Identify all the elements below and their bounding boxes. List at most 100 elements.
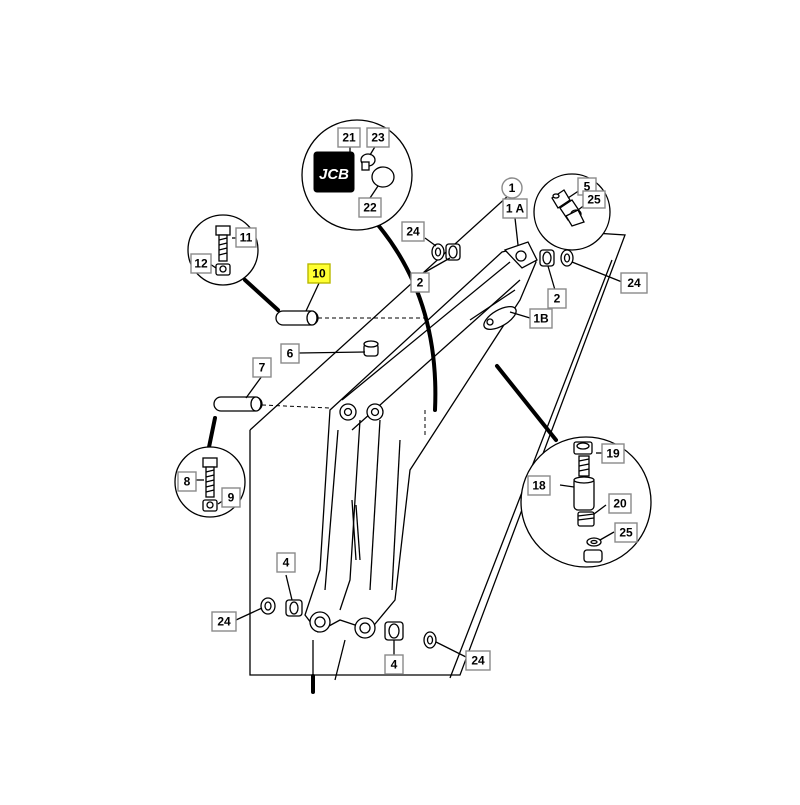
callout-text-c1: 1	[509, 181, 516, 195]
callout-c11[interactable]: 11	[235, 227, 257, 248]
callout-c24b[interactable]: 24	[620, 272, 648, 294]
pin-7-centerline	[261, 404, 331, 409]
pin-10[interactable]	[275, 310, 319, 326]
rivet-23[interactable]	[360, 153, 376, 171]
callout-c10[interactable]: 10	[307, 263, 331, 284]
cap-19[interactable]	[573, 441, 593, 455]
callout-box-c21	[337, 127, 361, 148]
callout-text-c2b: 2	[554, 292, 561, 306]
callout-box-c7	[252, 357, 272, 378]
callout-c22[interactable]: 22	[358, 197, 382, 218]
callout-text-c21: 21	[342, 131, 356, 145]
callout-c24a[interactable]: 24	[401, 221, 425, 242]
callout-c8[interactable]: 8	[177, 471, 197, 492]
plug-bottom[interactable]	[583, 549, 603, 563]
washer-25-bottom[interactable]	[586, 537, 602, 547]
callout-c12[interactable]: 12	[190, 253, 212, 274]
callout-text-c6: 6	[287, 347, 294, 361]
detail-leader-bolt-8	[206, 416, 217, 454]
callout-text-c5: 5	[584, 180, 591, 194]
boom-arm	[304, 241, 538, 639]
callout-c23[interactable]: 23	[366, 127, 390, 148]
callout-c4b[interactable]: 4	[384, 654, 404, 675]
bush-4-bottom[interactable]	[384, 621, 404, 641]
callout-box-c23	[366, 127, 390, 148]
callout-c9[interactable]: 9	[221, 487, 241, 508]
callout-box-c19	[601, 443, 625, 464]
bolt-8-head[interactable]	[202, 457, 218, 468]
detail-leader-ram	[495, 364, 558, 442]
callout-c24c[interactable]: 24	[211, 611, 237, 632]
jcb-badge-21[interactable]: JCB	[313, 151, 355, 193]
callout-box-c25a	[582, 190, 606, 209]
callout-text-c24a: 24	[406, 225, 420, 239]
detail-grease-fitting	[533, 173, 611, 251]
callout-box-c4b	[384, 654, 404, 675]
bolt-11-head[interactable]	[215, 225, 231, 236]
callout-text-c10: 10	[312, 267, 326, 281]
callout-text-c22: 22	[363, 201, 377, 215]
bush-2-right[interactable]	[539, 249, 555, 267]
callout-c2a[interactable]: 2	[410, 272, 430, 293]
callout-c25b[interactable]: 25	[614, 522, 638, 543]
callout-text-c12: 12	[194, 257, 208, 271]
callout-text-c9: 9	[228, 491, 235, 505]
callout-box-c24a	[401, 221, 425, 242]
callout-c20[interactable]: 20	[608, 493, 632, 514]
callout-box-c9	[221, 487, 241, 508]
callout-c1[interactable]: 1	[501, 177, 523, 199]
callout-box-c4a	[276, 552, 296, 573]
callout-c19[interactable]: 19	[601, 443, 625, 464]
callout-box-c11	[235, 227, 257, 248]
callout-box-c25b	[614, 522, 638, 543]
callout-labels: 11 A1B2244567891011121819202122232424242…	[177, 127, 648, 675]
callout-c24d[interactable]: 24	[465, 650, 491, 671]
callout-text-c24d: 24	[471, 654, 485, 668]
bush-2-top[interactable]	[445, 243, 461, 261]
pin-7[interactable]	[213, 396, 263, 412]
callout-text-c4b: 4	[391, 658, 398, 672]
washer-24-top[interactable]	[431, 243, 445, 261]
washer-24-left[interactable]	[260, 597, 276, 615]
callout-box-c1b	[529, 308, 553, 329]
callout-text-c19: 19	[606, 447, 620, 461]
callout-text-c18: 18	[532, 479, 546, 493]
bush-4-left[interactable]	[285, 599, 303, 617]
callout-text-c1a: 1 A	[506, 202, 525, 216]
callout-text-c20: 20	[613, 497, 627, 511]
callout-box-c24d	[465, 650, 491, 671]
washer-24-right[interactable]	[560, 249, 574, 267]
detail-leader-bolt-11	[243, 278, 280, 312]
callout-box-c22	[358, 197, 382, 218]
callout-c18[interactable]: 18	[527, 475, 551, 496]
callout-box-c1a	[502, 198, 528, 219]
callout-box-c24c	[211, 611, 237, 632]
callout-text-c7: 7	[259, 361, 266, 375]
callout-c2b[interactable]: 2	[547, 288, 567, 309]
washer-24-bottom[interactable]	[423, 631, 437, 649]
nut-20[interactable]	[577, 511, 595, 527]
callout-c4a[interactable]: 4	[276, 552, 296, 573]
callout-c21[interactable]: 21	[337, 127, 361, 148]
callout-text-c2a: 2	[417, 276, 424, 290]
callout-c1b[interactable]: 1B	[529, 308, 553, 329]
callout-box-c6	[280, 343, 300, 364]
callout-text-c23: 23	[371, 131, 385, 145]
callout-text-c8: 8	[184, 475, 191, 489]
callout-c7[interactable]: 7	[252, 357, 272, 378]
cap-22[interactable]	[371, 166, 395, 188]
callout-box-c2b	[547, 288, 567, 309]
grease-nipple-6[interactable]	[363, 340, 379, 357]
callout-box-c10	[307, 263, 331, 284]
detail-leader-badge	[376, 223, 438, 412]
callout-c25a[interactable]: 25	[582, 190, 606, 209]
callout-text-c1b: 1B	[533, 312, 549, 326]
callout-box-c8	[177, 471, 197, 492]
detail-bolt-11	[187, 214, 259, 286]
callout-text-c25a: 25	[587, 193, 601, 207]
callout-box-c20	[608, 493, 632, 514]
callout-c1a[interactable]: 1 A	[502, 198, 528, 219]
callout-c6[interactable]: 6	[280, 343, 300, 364]
